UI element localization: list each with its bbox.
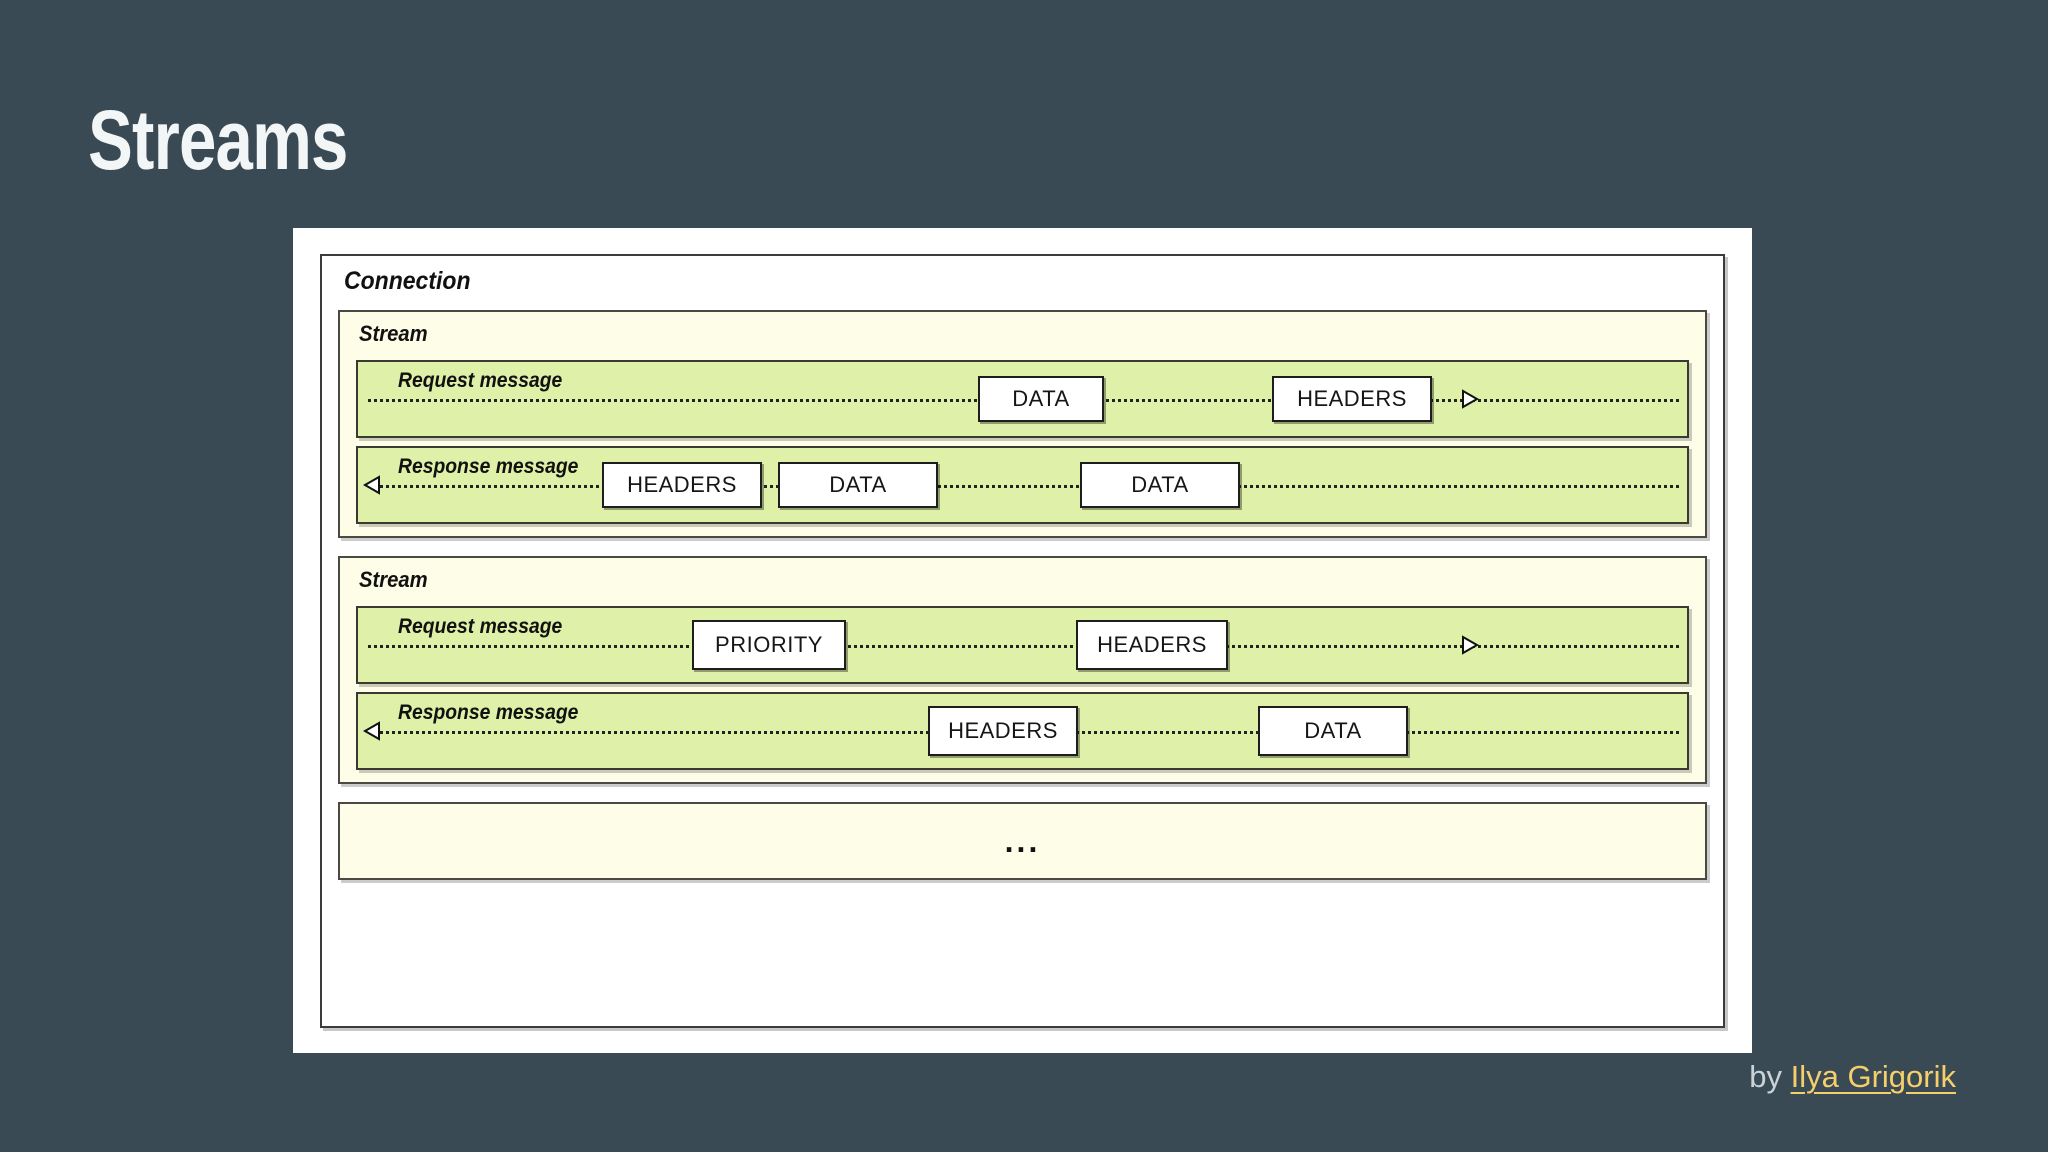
response-message-row: Response message HEADERS DATA <box>356 692 1689 770</box>
stream-box-1: Stream Request message DATA HEADERS Resp… <box>338 310 1707 538</box>
frame-chip-headers: HEADERS <box>928 706 1078 756</box>
attribution-author-link[interactable]: Ilya Grigorik <box>1790 1059 1956 1094</box>
stream-box-2: Stream Request message PRIORITY HEADERS … <box>338 556 1707 784</box>
request-message-label: Request message <box>398 615 563 638</box>
response-message-label: Response message <box>398 455 579 478</box>
response-message-row: Response message HEADERS DATA DATA <box>356 446 1689 524</box>
stream-label: Stream <box>359 567 428 592</box>
request-message-row: Request message DATA HEADERS <box>356 360 1689 438</box>
message-timeline <box>368 645 1679 648</box>
stream-label: Stream <box>359 321 428 346</box>
request-message-row: Request message PRIORITY HEADERS <box>356 606 1689 684</box>
page-title: Streams <box>88 93 348 187</box>
frame-chip-headers: HEADERS <box>602 462 762 508</box>
frame-chip-headers: HEADERS <box>1272 376 1432 422</box>
triangle-right-icon <box>1458 388 1480 410</box>
frame-chip-data: DATA <box>778 462 938 508</box>
connection-label: Connection <box>344 267 471 295</box>
diagram-image-panel: Connection Stream Request message DATA H… <box>293 228 1752 1053</box>
triangle-left-icon <box>362 474 384 496</box>
connection-box: Connection Stream Request message DATA H… <box>320 254 1725 1028</box>
frame-chip-priority: PRIORITY <box>692 620 846 670</box>
more-streams-box: ... <box>338 802 1707 880</box>
request-message-label: Request message <box>398 369 563 392</box>
triangle-right-icon <box>1458 634 1480 656</box>
message-timeline <box>368 485 1679 488</box>
frame-chip-data: DATA <box>978 376 1104 422</box>
frame-chip-data: DATA <box>1258 706 1408 756</box>
ellipsis-label: ... <box>1004 822 1041 859</box>
triangle-left-icon <box>362 720 384 742</box>
attribution-by-word: by <box>1749 1059 1782 1094</box>
response-message-label: Response message <box>398 701 579 724</box>
frame-chip-data: DATA <box>1080 462 1240 508</box>
attribution: by Ilya Grigorik <box>1749 1059 1956 1095</box>
frame-chip-headers: HEADERS <box>1076 620 1228 670</box>
